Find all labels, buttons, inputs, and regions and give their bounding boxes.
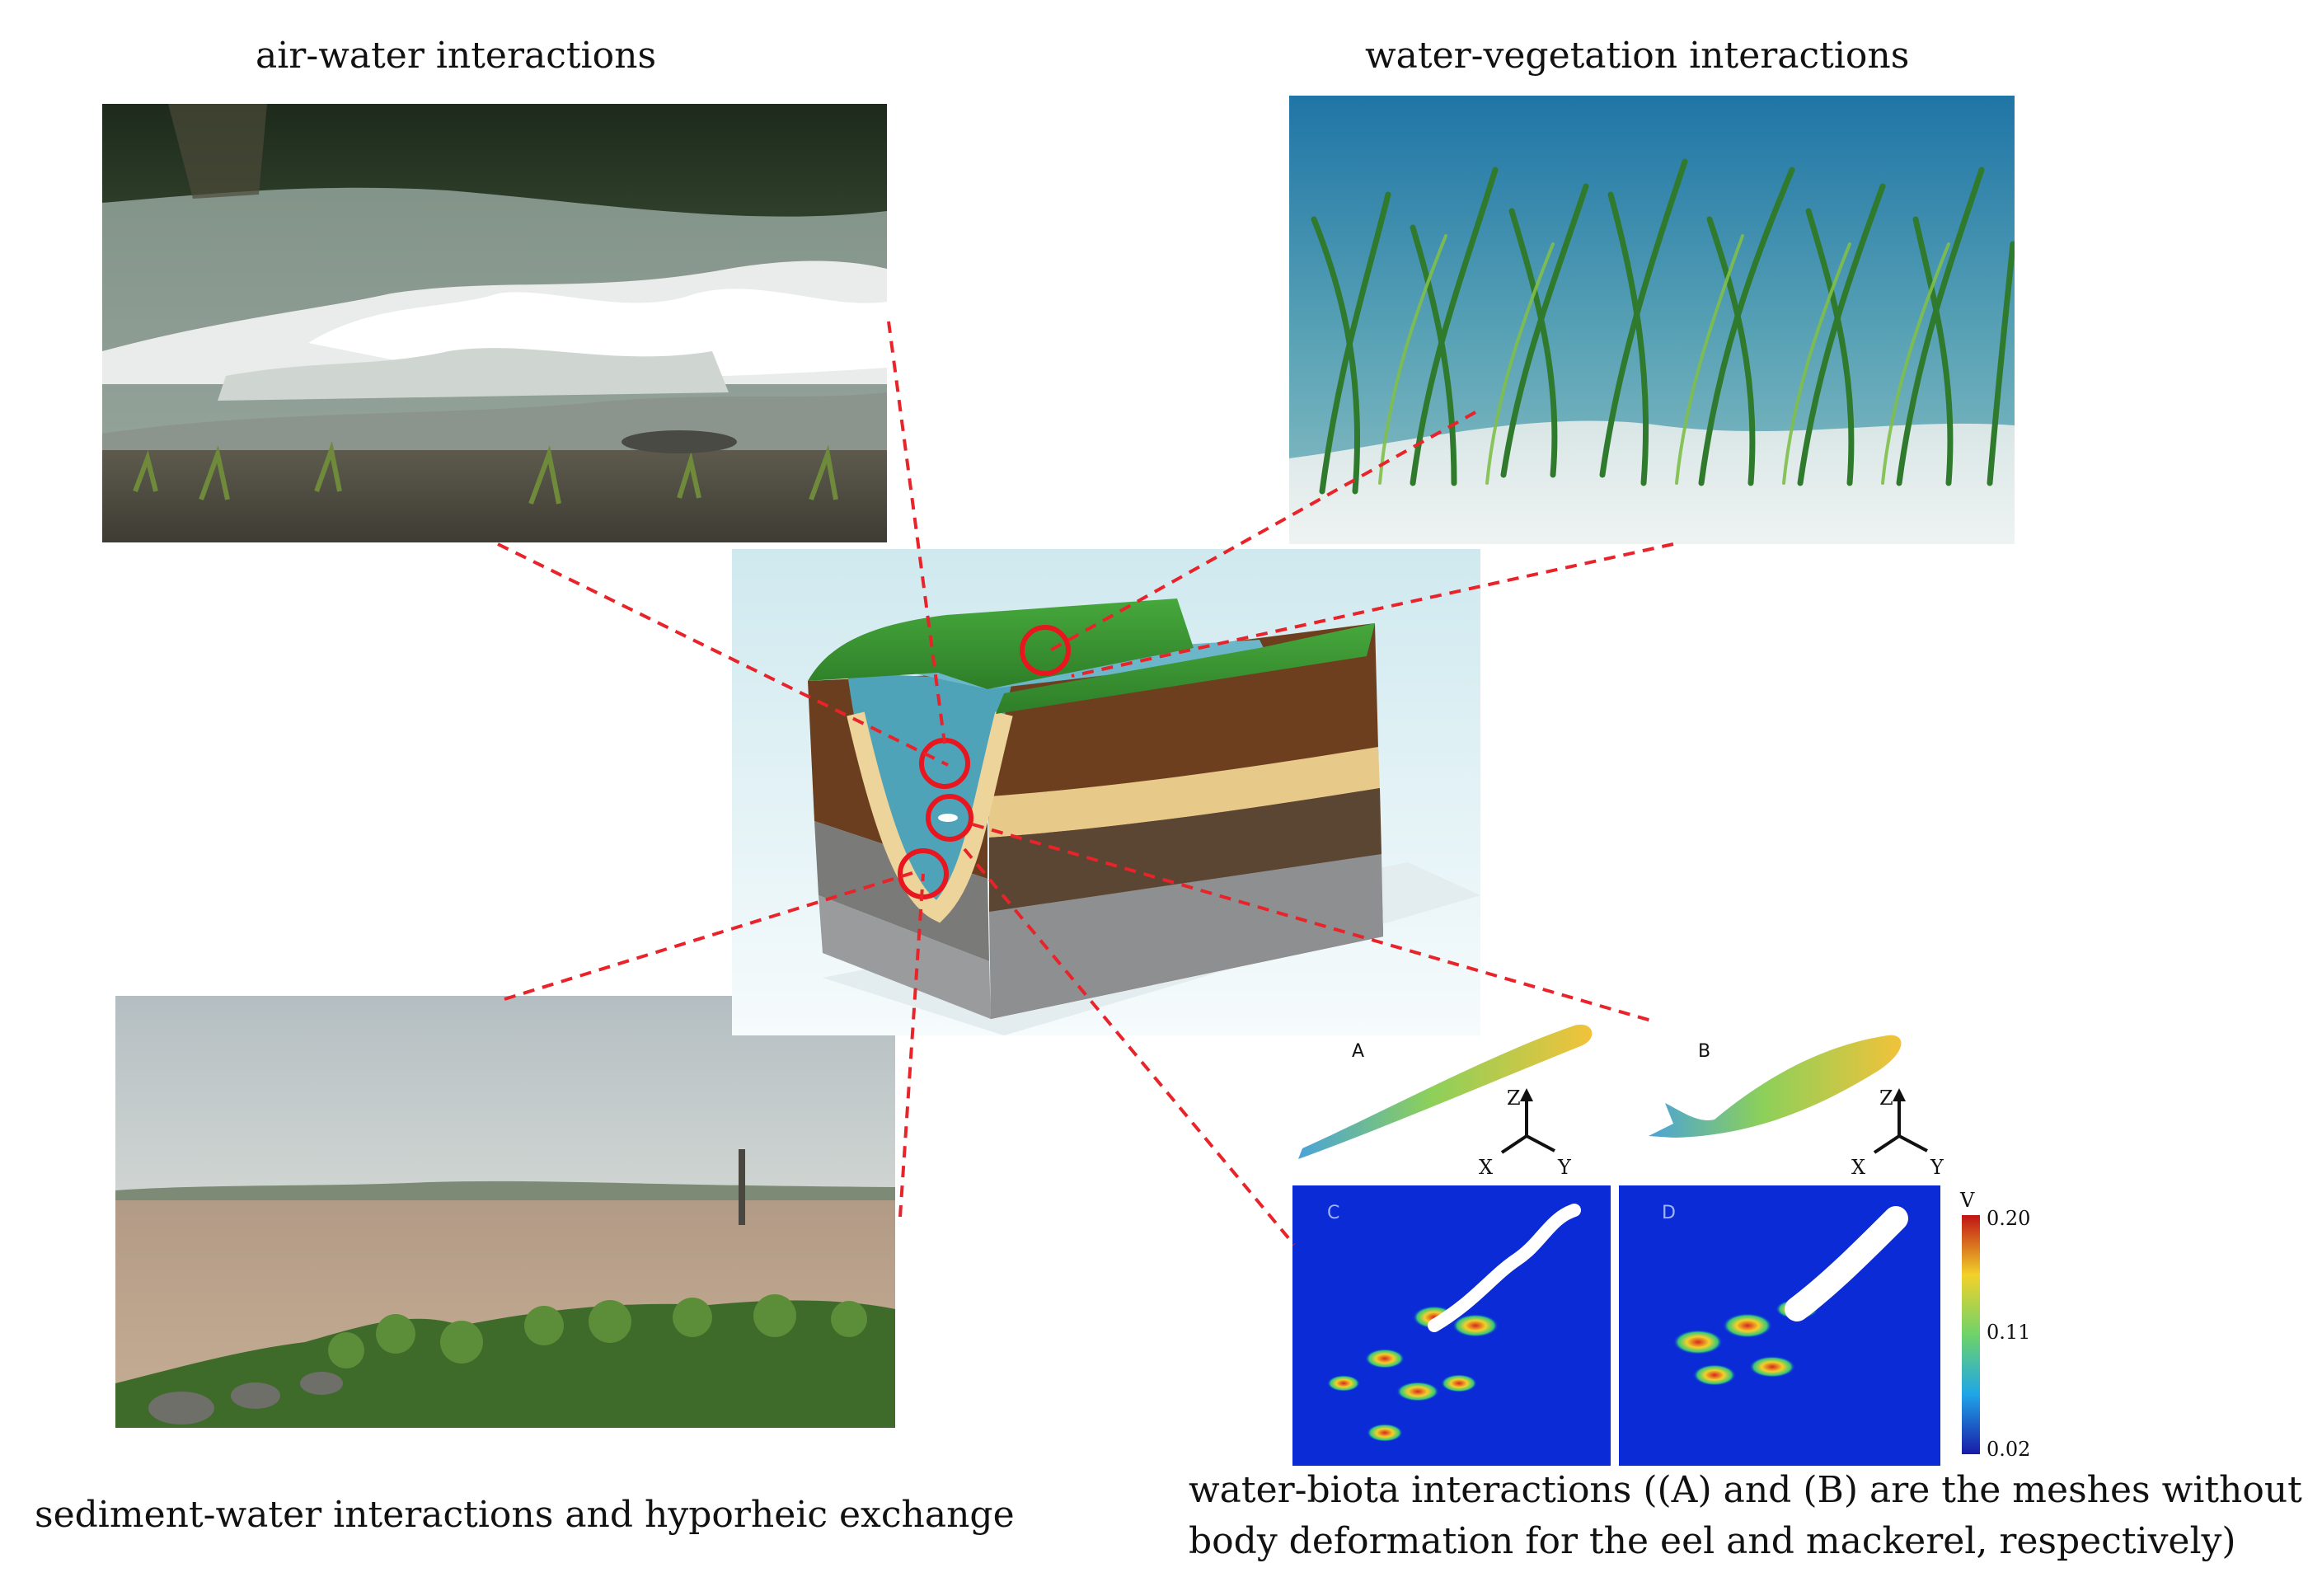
mesh-a-axis-x: X xyxy=(1479,1156,1493,1179)
mesh-b-label: B xyxy=(1698,1041,1710,1062)
caption-water-biota-line2: body deformation for the eel and mackere… xyxy=(1189,1520,2236,1562)
connector-air-water-right xyxy=(887,321,946,744)
mesh-b-axis-z: Z xyxy=(1879,1087,1893,1110)
connector-vegetation-left xyxy=(1048,411,1476,653)
connector-air-water-left xyxy=(497,542,949,767)
river-cross-section-diagram xyxy=(732,549,1480,1035)
mesh-b-axis-x: X xyxy=(1851,1156,1865,1179)
colorbar-mid-label: 0.11 xyxy=(1987,1321,2030,1344)
water-vegetation-photo xyxy=(1289,96,2015,544)
connector-vegetation-right xyxy=(1071,542,1674,678)
connector-sediment-left xyxy=(504,871,916,1001)
connector-sediment-right xyxy=(898,873,925,1218)
air-water-photo xyxy=(102,104,887,542)
caption-water-biota-line1: water-biota interactions ((A) and (B) ar… xyxy=(1189,1469,2302,1511)
mesh-a-axis-y: Y xyxy=(1557,1156,1572,1179)
caption-air-water: air-water interactions xyxy=(256,35,657,77)
flow-field-d: D xyxy=(1619,1185,1940,1466)
water-biota-figure: A Z X Y B Z X Y C xyxy=(1286,1012,2292,1474)
colorbar-max-label: 0.20 xyxy=(1987,1207,2030,1230)
field-c-label: C xyxy=(1327,1203,1339,1223)
connector-biota-top xyxy=(972,823,1658,1024)
colorbar-title: V xyxy=(1959,1189,1975,1212)
caption-sediment-water: sediment-water interactions and hyporhei… xyxy=(35,1494,1015,1536)
mesh-a-label: A xyxy=(1352,1041,1364,1062)
mesh-a-axis-z: Z xyxy=(1507,1087,1521,1110)
field-d-label: D xyxy=(1662,1203,1676,1223)
flow-field-c: C xyxy=(1292,1185,1611,1466)
connector-biota-bottom xyxy=(963,847,1296,1246)
colorbar-min-label: 0.02 xyxy=(1987,1438,2030,1461)
mesh-b-axis-y: Y xyxy=(1930,1156,1944,1179)
caption-water-vegetation: water-vegetation interactions xyxy=(1365,35,1910,77)
